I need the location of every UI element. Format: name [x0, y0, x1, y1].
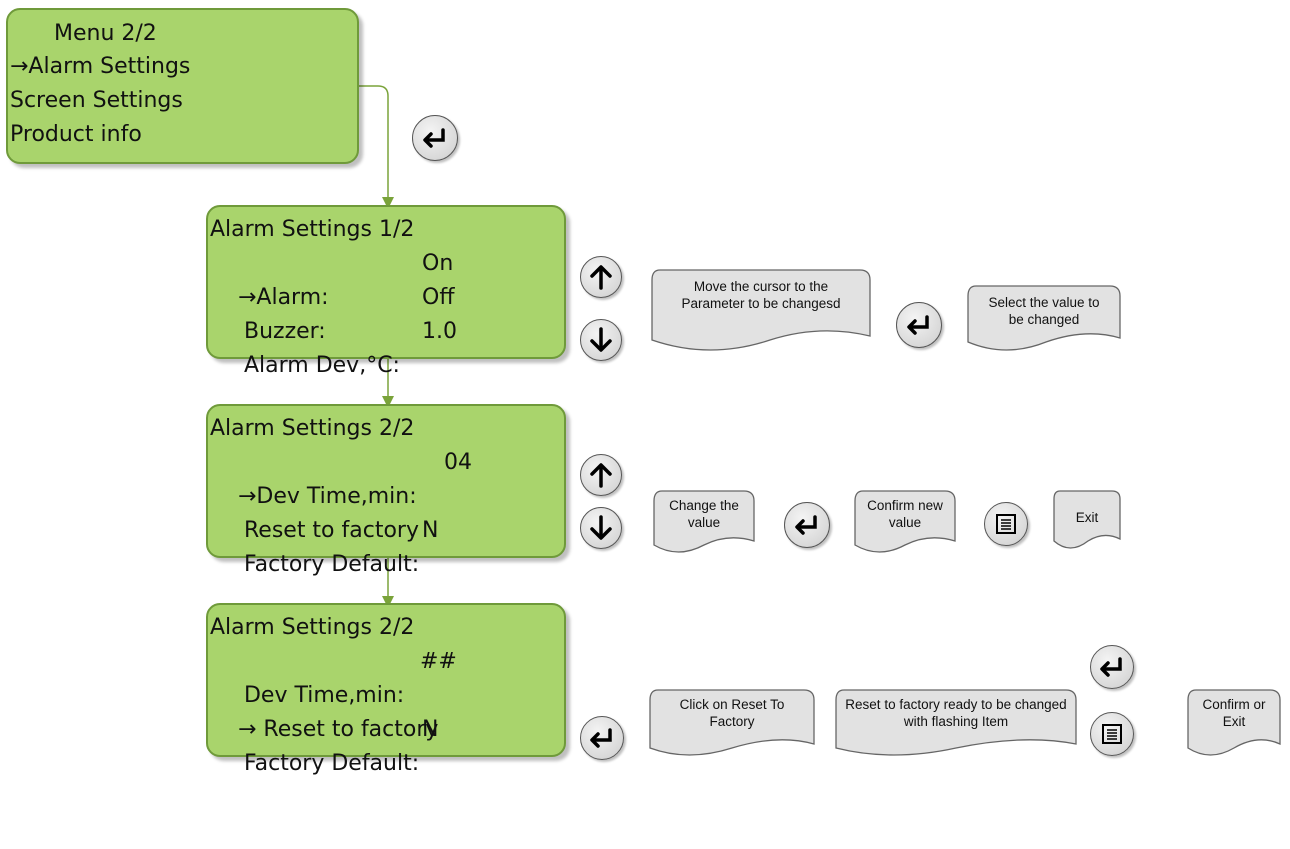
setting-row-factory-default[interactable]: Factory Default: N: [210, 514, 564, 577]
setting-value: Off: [422, 285, 455, 310]
screen-title: Alarm Settings 1/2: [210, 217, 415, 242]
setting-label: Alarm Dev,°C:: [243, 353, 400, 378]
note-confirm-exit: Confirm or Exit: [1186, 688, 1282, 758]
note-text: Confirm new value: [867, 498, 943, 530]
setting-row-buzzer[interactable]: Buzzer: Off: [210, 281, 564, 344]
menu-button[interactable]: [984, 502, 1028, 546]
setting-value: On: [422, 251, 454, 276]
setting-row-reset-factory[interactable]: Reset to factory: [210, 480, 564, 543]
lcd-screen-alarm-settings-1: Alarm Settings 1/2 →Alarm: On Buzzer: Of…: [206, 205, 566, 378]
enter-icon: [906, 314, 932, 336]
down-button[interactable]: [580, 319, 622, 361]
up-button[interactable]: [580, 256, 622, 298]
flow-connectors: [358, 85, 394, 608]
up-button[interactable]: [580, 454, 622, 496]
screen-title: Alarm Settings 2/2: [210, 615, 415, 640]
arrow-up-icon: [589, 462, 613, 488]
enter-button[interactable]: [784, 502, 830, 548]
note-reset-ready: Reset to factory ready to be changed wit…: [834, 688, 1078, 758]
arrow-down-icon: [589, 327, 613, 353]
note-text: Change the value: [669, 498, 739, 530]
down-button[interactable]: [580, 507, 622, 549]
menu-item-screen-settings[interactable]: Screen Settings: [10, 88, 183, 113]
setting-value: ##: [420, 649, 457, 674]
arrow-down-icon: [589, 515, 613, 541]
setting-label: → Reset to factory: [237, 717, 439, 742]
setting-row-dev-time[interactable]: Dev Time,min: ##: [210, 645, 564, 708]
note-text: Move the cursor to the Parameter to be c…: [681, 279, 841, 311]
menu-button[interactable]: [1090, 712, 1134, 756]
setting-row-alarm-dev[interactable]: Alarm Dev,°C: 1.0: [210, 315, 564, 378]
setting-value: N: [422, 518, 439, 543]
menu-item-product-info[interactable]: Product info: [10, 122, 142, 147]
enter-button[interactable]: [896, 302, 942, 348]
note-text: Reset to factory ready to be changed wit…: [845, 697, 1067, 729]
setting-value: N: [422, 717, 439, 742]
setting-label: Factory Default:: [243, 552, 420, 577]
menu-icon: [995, 513, 1017, 535]
note-click-reset: Click on Reset To Factory: [648, 688, 816, 758]
setting-row-factory-default[interactable]: Factory Default: N: [210, 713, 564, 776]
screen-title: Menu 2/2: [54, 21, 157, 46]
setting-label: →Dev Time,min:: [237, 484, 417, 509]
screen-title: Alarm Settings 2/2: [210, 416, 415, 441]
note-confirm-value: Confirm new value: [853, 489, 957, 555]
note-text: Select the value to be changed: [988, 295, 1100, 327]
note-move-cursor: Move the cursor to the Parameter to be c…: [650, 268, 872, 352]
note-change-value: Change the value: [652, 489, 756, 555]
arrow-up-icon: [589, 264, 613, 290]
setting-label: →Alarm:: [237, 285, 329, 310]
enter-icon: [422, 127, 448, 149]
setting-label: Factory Default:: [243, 751, 420, 776]
menu-icon: [1101, 723, 1123, 745]
note-text: Confirm or Exit: [1202, 697, 1266, 729]
lcd-screen-alarm-settings-3: Alarm Settings 2/2 Dev Time,min: ## → Re…: [206, 603, 566, 776]
enter-button[interactable]: [580, 716, 624, 760]
enter-button[interactable]: [412, 115, 458, 161]
enter-button[interactable]: [1090, 645, 1134, 689]
setting-row-alarm[interactable]: →Alarm: On: [210, 247, 564, 310]
enter-icon: [1099, 656, 1125, 678]
note-text: Exit: [1075, 510, 1099, 525]
setting-label: Dev Time,min:: [243, 683, 405, 708]
setting-value: 1.0: [422, 319, 457, 344]
lcd-screen-menu: Menu 2/2 →Alarm Settings Screen Settings…: [6, 8, 359, 164]
note-text: Click on Reset To Factory: [679, 697, 785, 729]
connector-menu-to-alarm1: [358, 85, 394, 209]
setting-row-reset-factory[interactable]: → Reset to factory: [210, 679, 564, 742]
note-select-value: Select the value to be changed: [966, 284, 1122, 352]
setting-label: Reset to factory: [243, 518, 419, 543]
note-exit: Exit: [1052, 489, 1122, 553]
setting-value: 04: [444, 450, 472, 475]
enter-icon: [794, 514, 820, 536]
lcd-screen-alarm-settings-2: Alarm Settings 2/2 →Dev Time,min: 04 Res…: [206, 404, 566, 577]
menu-item-alarm-settings[interactable]: →Alarm Settings: [10, 54, 191, 79]
setting-label: Buzzer:: [243, 319, 326, 344]
setting-row-dev-time[interactable]: →Dev Time,min: 04: [210, 446, 564, 509]
enter-icon: [589, 727, 615, 749]
